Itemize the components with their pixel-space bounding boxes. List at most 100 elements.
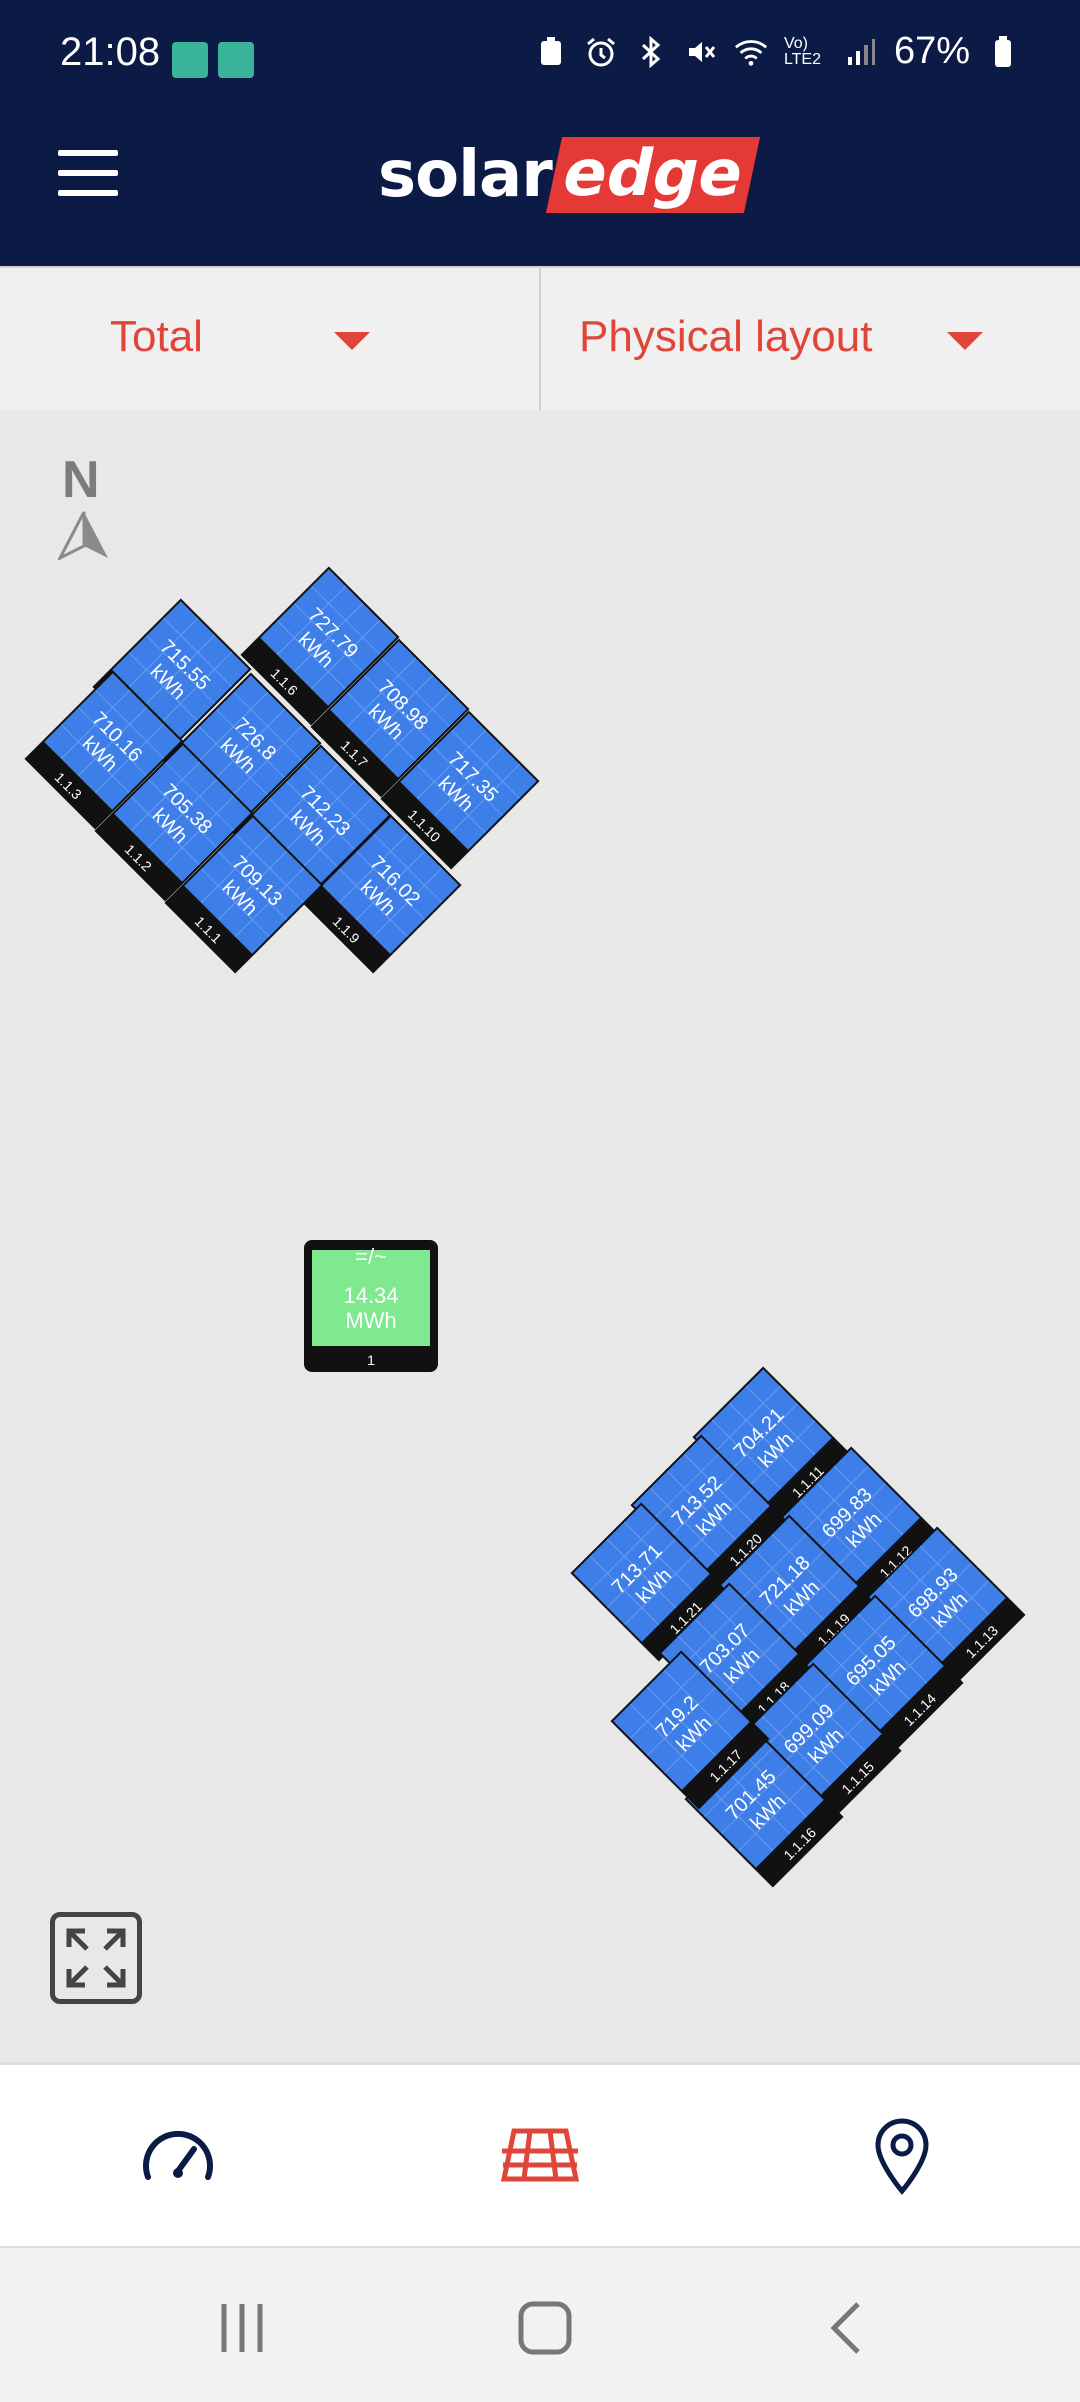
panel-cell-line <box>199 726 268 795</box>
status-bar: 21:08 Vo) LTE2 67% <box>0 0 1080 88</box>
panel-cell-line <box>712 1386 781 1455</box>
dropdown-caret-icon <box>947 332 983 350</box>
logo-solar-text: solar <box>378 138 553 212</box>
panel-cell-line <box>364 675 433 744</box>
panel-cell-line <box>381 658 450 727</box>
panel-array-a: 715.55kWh1.1.4726.8kWh1.1.5712.23kWh1.1.… <box>24 566 540 974</box>
back-icon[interactable] <box>818 2298 878 2358</box>
home-icon[interactable] <box>515 2298 575 2358</box>
panel-cell-line <box>647 1687 716 1756</box>
hamburger-menu-icon[interactable] <box>58 150 118 200</box>
panel-cell-line <box>277 620 346 689</box>
panel-cell-line <box>624 1556 693 1625</box>
inverter-unit: MWh <box>345 1308 396 1333</box>
panel-cell-line <box>824 1614 893 1683</box>
panel-cell-line <box>834 1500 903 1569</box>
panel-cell-line <box>695 1619 764 1688</box>
layout-svg: 715.55kWh1.1.4726.8kWh1.1.5712.23kWh1.1.… <box>24 566 1026 1888</box>
solar-panel-module[interactable]: 715.55kWh1.1.4 <box>92 598 252 758</box>
view-dropdown[interactable]: Physical layout <box>541 268 1080 412</box>
panel-cell-line <box>729 1403 798 1472</box>
panel-cell-line <box>294 603 363 672</box>
panel-cell-line <box>373 834 442 903</box>
panel-cell-line <box>817 1483 886 1552</box>
panel-cell-line <box>678 1602 747 1671</box>
panel-cell-line <box>286 781 355 850</box>
panel-cell-line <box>630 1670 699 1739</box>
status-time: 21:08 <box>60 30 161 74</box>
panel-cell-line <box>163 618 232 687</box>
inverter-id: 1 <box>367 1352 375 1368</box>
fullscreen-button[interactable] <box>50 1912 142 2004</box>
panel-cell-line <box>779 1699 848 1768</box>
panel-cell-line <box>664 1704 733 1773</box>
compass-label: N <box>62 451 100 509</box>
panel-cell-line <box>339 868 408 937</box>
battery-saver-icon <box>534 35 568 69</box>
panel-cell-line <box>841 1631 910 1700</box>
mute-icon <box>684 35 718 69</box>
compass-north-icon: N <box>56 450 116 560</box>
period-dropdown[interactable]: Total <box>0 268 541 412</box>
panel-cell-line <box>772 1568 841 1637</box>
panel-cell-line <box>434 747 503 816</box>
location-pin-icon[interactable] <box>862 2115 942 2195</box>
panel-cell-line <box>650 1454 719 1523</box>
view-dropdown-label: Physical layout <box>579 312 873 361</box>
panel-cell-line <box>356 851 425 920</box>
panel-cell-line <box>417 764 486 833</box>
bottom-navigation <box>0 2062 1080 2247</box>
period-dropdown-label: Total <box>110 312 203 361</box>
panel-cell-line <box>216 709 285 778</box>
panel-cell-line <box>165 762 234 831</box>
panel-cell-line <box>131 796 200 865</box>
panel-cell-line <box>858 1648 927 1717</box>
solar-panel-grid-icon[interactable] <box>500 2115 580 2195</box>
solaredge-logo: solar edge <box>378 137 761 213</box>
panel-cell-line <box>607 1539 676 1608</box>
panel-cell-line <box>755 1551 824 1620</box>
bluetooth-icon <box>634 35 668 69</box>
panel-cell-line <box>746 1420 815 1489</box>
panel-cell-line <box>218 851 287 920</box>
panel-cell-line <box>129 652 198 721</box>
panel-cell-line <box>684 1488 753 1557</box>
notification-app-icon <box>218 42 254 78</box>
alarm-icon <box>584 35 618 69</box>
panel-cell-line <box>148 779 217 848</box>
expand-icon <box>66 1928 126 1988</box>
panel-cell-line <box>712 1636 781 1705</box>
network-label: Vo) LTE2 <box>783 34 821 68</box>
signal-icon <box>844 35 878 69</box>
inverter-symbol: =/~ <box>355 1244 387 1269</box>
system-navigation-bar <box>0 2246 1080 2402</box>
wifi-icon <box>734 35 768 69</box>
physical-layout-canvas[interactable]: N 715.55kWh1.1.4726.8kWh1.1.5712.23kWh1.… <box>0 410 1080 2060</box>
inverter-value: 14.34 <box>343 1283 398 1308</box>
panel-cell-line <box>269 798 338 867</box>
panel-cell-line <box>233 692 302 761</box>
panel-cell-line <box>451 730 520 799</box>
panel-cell-line <box>738 1782 807 1851</box>
panel-cell-line <box>311 586 380 655</box>
inverter[interactable]: =/~ 14.34 MWh 1 <box>304 1240 438 1372</box>
panel-cell-line <box>704 1748 773 1817</box>
dashboard-gauge-icon[interactable] <box>138 2115 218 2195</box>
status-icons: Vo) LTE2 67% <box>534 30 1020 73</box>
recent-apps-icon[interactable] <box>212 2298 272 2358</box>
panel-cell-line <box>347 692 416 761</box>
